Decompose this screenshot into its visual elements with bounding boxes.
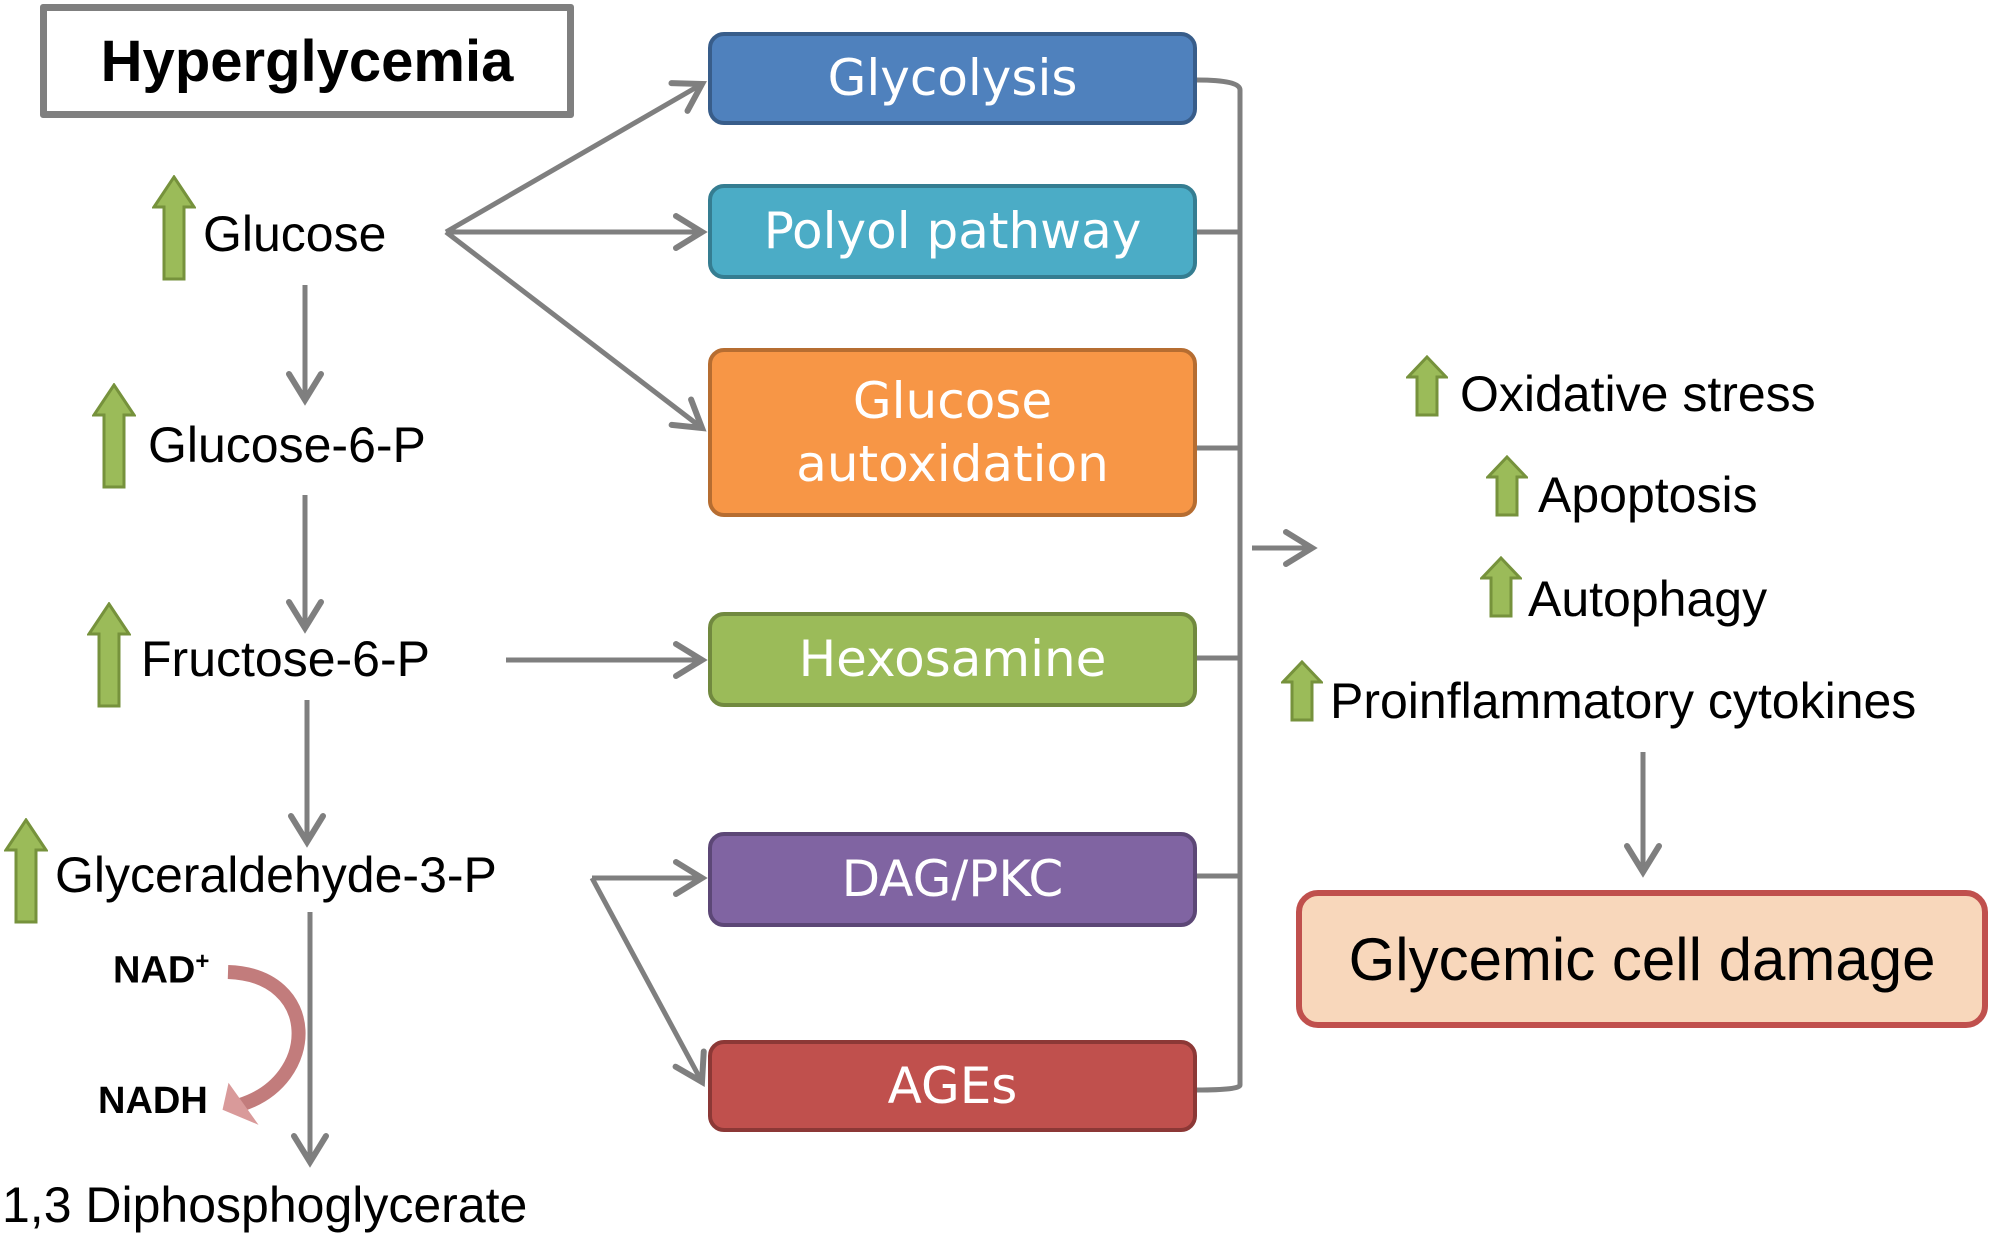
metabolite-glyceraldehyde-3-p: Glyceraldehyde-3-P: [55, 847, 497, 903]
arrow-glucose-glycolysis: [444, 80, 707, 235]
glycemic-cell-damage-label: Glycemic cell damage: [1348, 925, 1936, 993]
increase-arrow-icon: [4, 818, 48, 924]
pathway-box-glycolysis: Glycolysis: [708, 32, 1197, 125]
increase-arrow-icon: [1406, 355, 1448, 417]
metabolite-glucose-6-p: Glucose-6-P: [148, 417, 426, 473]
pathway-bracket: [1196, 77, 1243, 1093]
metabolite-glucose: Glucose: [203, 206, 387, 262]
pathway-box-dag-pkc: DAG/PKC: [708, 832, 1197, 927]
increase-arrow-icon: [87, 602, 131, 708]
cofactor-nadh: NADH: [98, 1080, 208, 1122]
outcome-oxidative-stress: Oxidative stress: [1460, 366, 1816, 422]
hyperglycemia-title-box: Hyperglycemia: [40, 4, 574, 118]
increase-arrow-icon: [1486, 455, 1528, 517]
outcome-autophagy: Autophagy: [1528, 571, 1768, 627]
glycemic-cell-damage-box: Glycemic cell damage: [1296, 890, 1988, 1028]
outcome-apoptosis: Apoptosis: [1538, 467, 1758, 523]
increase-arrow-icon: [152, 175, 196, 281]
pathway-box-hexosamine: Hexosamine: [708, 612, 1197, 707]
increase-arrow-icon: [1281, 660, 1323, 722]
cofactor-arrowhead: [222, 1082, 259, 1125]
pathway-box-polyol: Polyol pathway: [708, 184, 1197, 279]
hyperglycemia-title: Hyperglycemia: [100, 28, 514, 94]
arrow-g3p-ages: [589, 876, 707, 1088]
increase-arrow-icon: [92, 383, 136, 489]
pathway-box-ages: AGEs: [708, 1040, 1197, 1132]
outcome-proinflammatory-cytokines: Proinflammatory cytokines: [1330, 673, 1917, 729]
cofactor-curved-arrow: [227, 965, 306, 1112]
cofactor-nad: NAD+: [113, 948, 210, 992]
increase-arrow-icon: [1480, 556, 1522, 618]
arrow-glucose-autoxidation: [444, 230, 707, 432]
metabolite-fructose-6-p: Fructose-6-P: [141, 631, 430, 687]
pathway-box-glucose-autoxidation: Glucose autoxidation: [708, 348, 1197, 517]
metabolite-1-3-diphosphoglycerate: 1,3 Diphosphoglycerate: [2, 1177, 528, 1233]
